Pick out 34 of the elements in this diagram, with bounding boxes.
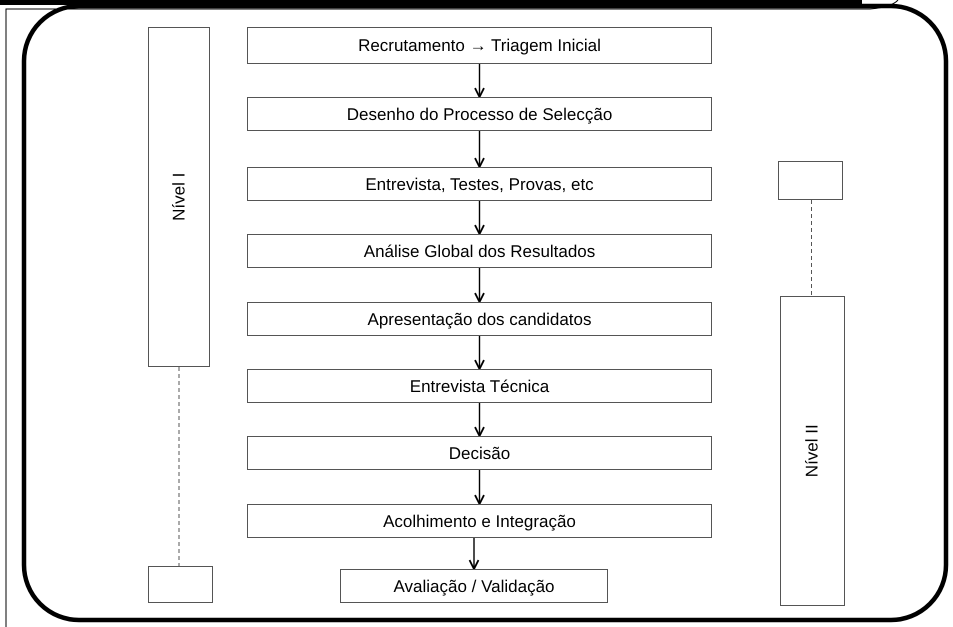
- dashed-connector: [811, 200, 812, 296]
- process-box: [247, 97, 712, 131]
- process-box: [247, 302, 712, 336]
- step-label: Desenho do Processo de Selecção: [346, 106, 612, 122]
- arrow: [474, 403, 485, 437]
- level-label: Nível II: [802, 424, 823, 478]
- step-label: Análise Global dos Resultados: [364, 242, 596, 260]
- process-box: [247, 436, 712, 470]
- empty-box: [778, 161, 843, 200]
- process-box: [247, 369, 712, 403]
- step-label: Decisão: [448, 444, 510, 462]
- arrow: [474, 64, 485, 98]
- process-box: [340, 569, 608, 603]
- arrow: [474, 268, 485, 303]
- empty-box: [148, 566, 213, 603]
- process-box: [247, 27, 712, 64]
- arrow: [474, 201, 485, 235]
- arrow: [474, 336, 485, 370]
- step-label: Avaliação / Validação: [394, 578, 554, 594]
- dashed-connector: [178, 366, 180, 566]
- arrow: [468, 538, 480, 570]
- arrow: [474, 131, 485, 168]
- level-box: [148, 27, 210, 367]
- process-box: [247, 167, 712, 201]
- step-label: Acolhimento e Integração: [383, 512, 576, 530]
- step-label: Entrevista, Testes, Provas, etc: [365, 176, 594, 192]
- level-box: [780, 296, 845, 606]
- step-label: Recrutamento → Triagem Inicial: [358, 37, 601, 54]
- arrow: [474, 470, 485, 505]
- level-label: Nível I: [168, 172, 190, 222]
- process-box: [247, 504, 712, 538]
- process-box: [247, 234, 712, 268]
- step-label: Apresentação dos candidatos: [368, 310, 592, 328]
- step-label: Entrevista Técnica: [410, 378, 550, 394]
